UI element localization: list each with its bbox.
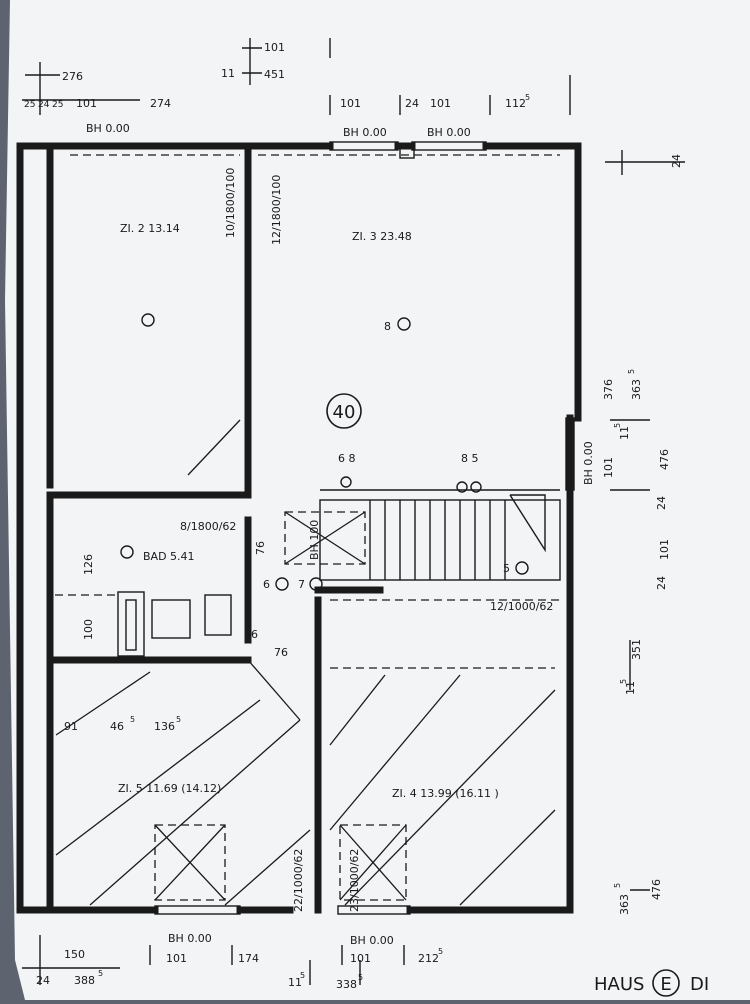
- dim-sup: 5: [176, 715, 181, 724]
- dim-label: 25: [52, 100, 63, 110]
- dim-label: 76: [254, 541, 267, 555]
- outlet-number: 8 5: [461, 452, 479, 465]
- dim-label: 363: [630, 379, 643, 400]
- dim-sup: 5: [627, 369, 636, 374]
- dim-label: BH 100: [308, 520, 321, 560]
- dim-label: 101: [340, 97, 361, 110]
- dim-label: 101: [350, 952, 371, 965]
- outlet-number: 5: [503, 562, 510, 575]
- dim-label: 101: [602, 457, 615, 478]
- dim-sup: 5: [300, 971, 305, 980]
- dim-label: 91: [64, 720, 78, 733]
- room-zi4: ZI. 4 13.99 (16.11 ): [392, 787, 499, 800]
- dim-label: 174: [238, 952, 259, 965]
- dim-label: 24: [655, 576, 668, 590]
- dim-sup: 5: [130, 715, 135, 724]
- room-bad: BAD 5.41: [143, 550, 195, 563]
- dim-label: 101: [430, 97, 451, 110]
- dim-label: 101: [658, 539, 671, 560]
- circuit-marker: [326, 393, 362, 429]
- dim-sup: 5: [438, 947, 443, 956]
- room-zi3: ZI. 3 23.48: [352, 230, 412, 243]
- outlet-number: 7: [298, 578, 305, 591]
- dim-label: 276: [62, 70, 83, 83]
- title-letter: E: [660, 974, 671, 995]
- dashed-lines: [55, 154, 560, 901]
- door-label: 22/1000/62: [292, 849, 305, 912]
- dim-label: 476: [650, 879, 663, 900]
- door-label: 10/1800/100: [224, 168, 237, 238]
- dim-label: 24: [670, 154, 683, 168]
- door-label: 23/1000/62: [348, 849, 361, 912]
- outlet-number: 6: [263, 578, 270, 591]
- dim-label: 388: [74, 974, 95, 987]
- dim-label: 24: [655, 496, 668, 510]
- dim-label: 112: [505, 97, 526, 110]
- outlet-number: 8: [384, 320, 391, 333]
- dim-label: 150: [64, 948, 85, 961]
- dim-sup: 5: [98, 969, 103, 978]
- dim-label: 212: [418, 952, 439, 965]
- right-dimensions: 24 376 363 5 11 5 101 24 476 101 24 11 5…: [602, 150, 685, 915]
- dim-label: 24: [38, 100, 50, 110]
- dim-label: 101: [166, 952, 187, 965]
- dim-label: 363: [618, 894, 631, 915]
- dim-label: 376: [602, 379, 615, 400]
- bh-label: BH 0.00: [168, 932, 212, 945]
- bottom-dimensions: 150 24 388 5 101 174 101 212 5 11 5 338 …: [22, 935, 443, 991]
- outlet-number: 6: [251, 628, 258, 641]
- title-circle: [652, 969, 680, 997]
- room-zi5: ZI. 5 11.69 (14.12): [118, 782, 221, 795]
- dim-label: 136: [154, 720, 175, 733]
- dim-label: 101: [264, 41, 285, 54]
- staircase: [319, 489, 561, 581]
- bh-label: BH 0.00: [427, 126, 471, 139]
- windows: [154, 141, 575, 915]
- dim-label: 338: [336, 978, 357, 991]
- light-symbols: [120, 313, 529, 591]
- bathroom-fixtures: [117, 591, 232, 657]
- hatching: [55, 419, 556, 906]
- dim-label: 11: [288, 976, 302, 989]
- outlet-number: 6 8: [338, 452, 356, 465]
- dim-label: 351: [630, 639, 643, 660]
- dim-label: 100: [82, 619, 95, 640]
- room-zi2: ZI. 2 13.14: [120, 222, 180, 235]
- dim-label: 11: [618, 426, 631, 440]
- title-block: HAUS E DI: [594, 969, 709, 997]
- title-tail: DI: [690, 974, 709, 995]
- dim-sup: 5: [619, 679, 628, 684]
- bh-label: BH 0.00: [350, 934, 394, 947]
- dim-label: 101: [76, 97, 97, 110]
- bh-label: BH 0.00: [86, 122, 130, 135]
- dim-label: 24: [36, 974, 50, 987]
- title-text: HAUS: [594, 974, 644, 995]
- dim-label: 476: [658, 449, 671, 470]
- dim-label: 25: [24, 100, 35, 110]
- dim-label: 451: [264, 68, 285, 81]
- dim-sup: 5: [358, 973, 363, 982]
- dim-label: 274: [150, 97, 171, 110]
- dim-label: 11: [221, 67, 235, 80]
- bh-label: BH 0.00: [582, 441, 595, 485]
- door-label: 12/1800/100: [270, 175, 283, 245]
- dim-label: 11: [624, 681, 637, 695]
- walls: [16, 142, 582, 914]
- door-label: 12/1000/62: [490, 600, 553, 613]
- top-dimensions: 101 11 451 276 25 24 25 101 274 101 24 1…: [22, 38, 571, 115]
- dim-sup: 5: [525, 93, 530, 102]
- dim-label: 46: [110, 720, 124, 733]
- dim-label: 24: [405, 97, 419, 110]
- dim-label: 126: [82, 554, 95, 575]
- bh-label: BH 0.00: [343, 126, 387, 139]
- dim-label: 76: [274, 646, 288, 659]
- dim-sup: 5: [613, 883, 622, 888]
- dim-sup: 5: [613, 423, 622, 428]
- door-label: 8/1800/62: [180, 520, 236, 533]
- circuit-number: 40: [333, 402, 356, 423]
